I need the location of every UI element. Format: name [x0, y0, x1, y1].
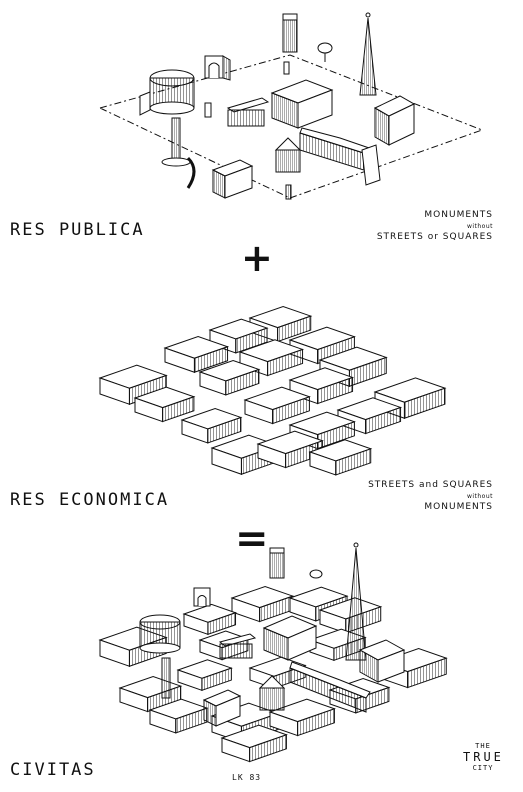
city-block [198, 359, 261, 396]
note-line-without-2: without [466, 493, 493, 500]
civitas-spire [345, 542, 367, 661]
res-publica-label: RES PUBLICA [10, 220, 145, 240]
civitas-house [258, 675, 286, 711]
res-publica-drawing [98, 12, 484, 200]
city-block [230, 585, 295, 623]
city-block [243, 386, 311, 425]
civitas-arcade [289, 661, 371, 713]
gate-monument [204, 55, 231, 81]
house-monument [274, 137, 302, 173]
note-line-streets-squares: STREETS and SQUARES [368, 480, 493, 490]
plus-operator: + [241, 236, 273, 280]
note-line-streets: STREETS or SQUARES [376, 232, 493, 242]
note-line-true: TRUE [463, 750, 504, 764]
tower-monument [282, 13, 298, 53]
crescent-portico [186, 156, 196, 189]
city-block [180, 407, 243, 444]
city-block [268, 698, 336, 737]
civitas-tree [309, 569, 323, 579]
city-block [288, 367, 355, 405]
church-monument [373, 95, 416, 146]
true-city-note: THE TRUE CITY [463, 742, 503, 772]
note-line-city: CITY [472, 764, 494, 772]
arcade-monument [299, 127, 381, 186]
civitas-pavilion [202, 689, 242, 727]
note-line-without: without [466, 223, 493, 230]
res-economica-drawing [98, 305, 447, 476]
civitas-church [358, 639, 406, 683]
colonnade-monument [226, 97, 270, 127]
civitas-tower [269, 547, 285, 579]
note-line-the: THE [475, 742, 491, 750]
civitas-pantheon [139, 614, 181, 654]
civitas-drawing [98, 542, 448, 763]
small-pillar [204, 61, 292, 200]
equals-operator: = [235, 516, 269, 562]
city-block [220, 724, 288, 763]
city-block [133, 386, 196, 423]
civitas-column [161, 657, 171, 699]
tree [317, 42, 333, 62]
pantheon-monument [139, 69, 195, 116]
signature: LK 83 [232, 773, 262, 782]
res-economica-note: STREETS and SQUARES without MONUMENTS [368, 480, 493, 513]
city-block [163, 335, 230, 373]
res-economica-label: RES ECONOMICA [10, 490, 170, 510]
note-line-monuments: MONUMENTS [424, 210, 493, 220]
city-block [208, 318, 269, 354]
civitas-gate [193, 587, 211, 607]
city-block [148, 698, 209, 734]
res-publica-note: MONUMENTS without STREETS or SQUARES [377, 210, 493, 243]
spire-monument [359, 12, 377, 96]
city-block [308, 439, 373, 476]
city-block [182, 603, 238, 636]
civitas-temple [262, 615, 318, 661]
city-block [238, 339, 305, 377]
city-block [288, 586, 349, 622]
city-block [176, 659, 233, 692]
pavilion-monument [211, 159, 254, 199]
civitas-colonnade [218, 633, 257, 659]
note-line-monuments-2: MONUMENTS [424, 502, 493, 512]
column-monument [161, 117, 191, 167]
city-block [256, 430, 324, 469]
temple-monument [270, 79, 334, 129]
civitas-label: CIVITAS [10, 760, 96, 780]
